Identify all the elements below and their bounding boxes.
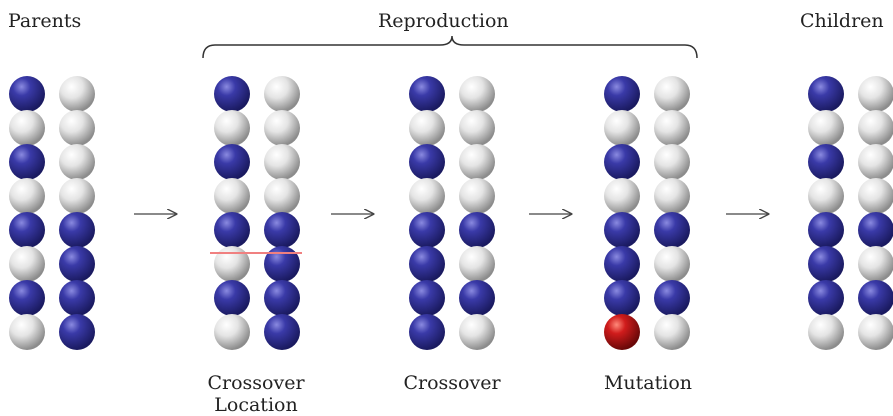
mutation-left-blue-bead-1: [604, 76, 640, 112]
parents-right-white-bead-2: [59, 110, 95, 146]
crossover-location-left-white-bead-4: [214, 178, 250, 214]
mutation-left-blue-bead-7: [604, 280, 640, 316]
children-left-blue-bead-1: [808, 76, 844, 112]
crossover-left-blue-bead-3: [409, 144, 445, 180]
parents-right-blue-bead-6: [59, 246, 95, 282]
parents-left-blue-bead-3: [9, 144, 45, 180]
crossover-right-blue-bead-7: [459, 280, 495, 316]
crossover-location-left-white-bead-2: [214, 110, 250, 146]
parents-header: Parents: [8, 10, 82, 32]
crossover-right-white-bead-4: [459, 178, 495, 214]
crossover-location-right-white-bead-1: [264, 76, 300, 112]
mutation-left-blue-bead-3: [604, 144, 640, 180]
parents-right-blue-bead-5: [59, 212, 95, 248]
children-header: Children: [800, 10, 884, 32]
mutation-left-white-bead-2: [604, 110, 640, 146]
children-left-white-bead-2: [808, 110, 844, 146]
children-left-white-bead-4: [808, 178, 844, 214]
children-left-blue-bead-7: [808, 280, 844, 316]
crossover-location-left-white-bead-6: [214, 246, 250, 282]
parents-left-white-bead-4: [9, 178, 45, 214]
crossover-location-right-blue-bead-5: [264, 212, 300, 248]
crossover-location-left-white-bead-8: [214, 314, 250, 350]
mutation-right-blue-bead-5: [654, 212, 690, 248]
parents-left-white-bead-8: [9, 314, 45, 350]
children-right-white-bead-3: [858, 144, 893, 180]
parents-right-white-bead-1: [59, 76, 95, 112]
crossover-location-right-blue-bead-7: [264, 280, 300, 316]
mutation-right-white-bead-4: [654, 178, 690, 214]
crossover-location-right-white-bead-4: [264, 178, 300, 214]
mutation-right-blue-bead-7: [654, 280, 690, 316]
children-left-blue-bead-3: [808, 144, 844, 180]
parents-right-white-bead-4: [59, 178, 95, 214]
parents-left-white-bead-6: [9, 246, 45, 282]
mutation-right-white-bead-6: [654, 246, 690, 282]
children-left-blue-bead-6: [808, 246, 844, 282]
parents-left-white-bead-2: [9, 110, 45, 146]
crossover-right-white-bead-6: [459, 246, 495, 282]
children-left-blue-bead-5: [808, 212, 844, 248]
crossover-left-white-bead-4: [409, 178, 445, 214]
mutation-left-blue-bead-5: [604, 212, 640, 248]
mutation-caption: Mutation: [603, 372, 693, 394]
mutation-right-white-bead-8: [654, 314, 690, 350]
crossover-left-blue-bead-5: [409, 212, 445, 248]
crossover-location-left-blue-bead-5: [214, 212, 250, 248]
crossover-location-right-white-bead-2: [264, 110, 300, 146]
crossover-location-caption: Crossover Location: [196, 372, 316, 416]
children-right-white-bead-6: [858, 246, 893, 282]
caption-line-2: Location: [214, 394, 298, 416]
crossover-location-right-blue-bead-8: [264, 314, 300, 350]
crossover-location-right-blue-bead-6: [264, 246, 300, 282]
mutation-right-white-bead-2: [654, 110, 690, 146]
crossover-right-white-bead-2: [459, 110, 495, 146]
crossover-location-left-blue-bead-3: [214, 144, 250, 180]
mutation-right-white-bead-1: [654, 76, 690, 112]
crossover-right-white-bead-3: [459, 144, 495, 180]
parents-left-blue-bead-1: [9, 76, 45, 112]
reproduction-brace: [202, 35, 698, 59]
children-right-white-bead-2: [858, 110, 893, 146]
mutation-left-red-bead-8: [604, 314, 640, 350]
crossover-location-left-blue-bead-7: [214, 280, 250, 316]
caption-line-1: Crossover: [207, 372, 305, 394]
children-right-white-bead-8: [858, 314, 893, 350]
mutation-left-blue-bead-6: [604, 246, 640, 282]
parents-left-blue-bead-7: [9, 280, 45, 316]
children-right-blue-bead-7: [858, 280, 893, 316]
crossover-right-blue-bead-5: [459, 212, 495, 248]
crossover-left-blue-bead-6: [409, 246, 445, 282]
parents-left-blue-bead-5: [9, 212, 45, 248]
children-right-white-bead-4: [858, 178, 893, 214]
crossover-left-blue-bead-7: [409, 280, 445, 316]
children-right-white-bead-1: [858, 76, 893, 112]
crossover-right-white-bead-8: [459, 314, 495, 350]
mutation-left-white-bead-4: [604, 178, 640, 214]
crossover-right-white-bead-1: [459, 76, 495, 112]
mutation-right-white-bead-3: [654, 144, 690, 180]
crossover-location-left-blue-bead-1: [214, 76, 250, 112]
crossover-location-right-white-bead-3: [264, 144, 300, 180]
children-right-blue-bead-5: [858, 212, 893, 248]
crossover-left-white-bead-2: [409, 110, 445, 146]
reproduction-header: Reproduction: [378, 10, 509, 32]
crossover-caption: Crossover: [403, 372, 501, 394]
crossover-left-blue-bead-8: [409, 314, 445, 350]
parents-right-blue-bead-8: [59, 314, 95, 350]
children-left-white-bead-8: [808, 314, 844, 350]
parents-right-white-bead-3: [59, 144, 95, 180]
parents-right-blue-bead-7: [59, 280, 95, 316]
crossover-left-blue-bead-1: [409, 76, 445, 112]
